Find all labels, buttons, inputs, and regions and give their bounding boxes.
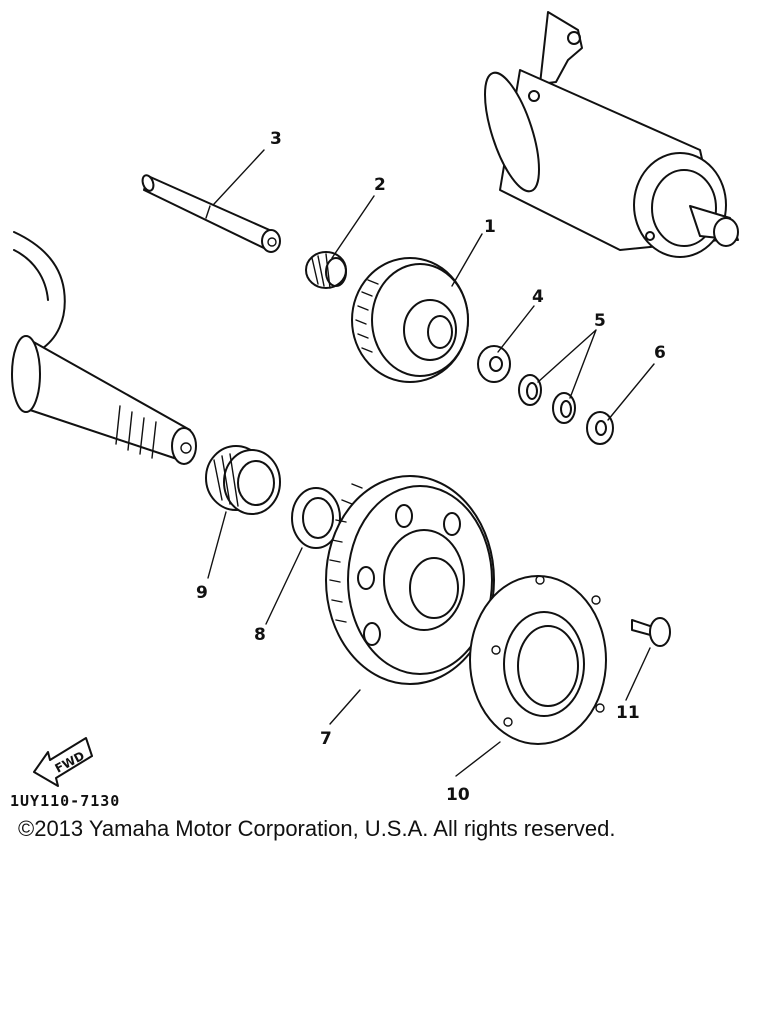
fwd-arrow-icon: FWD xyxy=(33,737,93,787)
callout-4: 4 xyxy=(532,287,544,307)
part-5-circlips xyxy=(518,374,576,424)
callout-7: 7 xyxy=(320,729,332,749)
copyright-notice: ©2013 Yamaha Motor Corporation, U.S.A. A… xyxy=(18,816,616,841)
diagram-reference: 1UY110-7130 xyxy=(10,792,120,810)
part-3-shaft xyxy=(141,174,281,253)
part-1-idle-gear xyxy=(351,257,469,383)
callout-10: 10 xyxy=(446,785,470,805)
callout-9: 9 xyxy=(196,583,208,603)
callout-11: 11 xyxy=(616,703,640,723)
part-8-washer xyxy=(291,487,341,549)
callout-5: 5 xyxy=(594,311,606,331)
part-2-bearing xyxy=(305,251,347,289)
callout-8: 8 xyxy=(254,625,266,645)
leader-lines xyxy=(207,149,655,777)
callout-6: 6 xyxy=(654,343,666,363)
part-4-washer xyxy=(477,345,511,383)
part-11-screw xyxy=(631,617,671,647)
callout-2: 2 xyxy=(374,175,386,195)
starter-motor xyxy=(484,11,739,258)
callouts: 1 2 3 4 5 6 7 8 9 10 11 xyxy=(196,129,666,805)
part-10-starter-clutch xyxy=(469,575,607,745)
callout-1: 1 xyxy=(484,217,496,237)
part-9-bearing xyxy=(205,445,281,515)
part-7-wheel-gear xyxy=(325,475,495,685)
part-6-washer xyxy=(586,411,614,445)
callout-3: 3 xyxy=(270,129,282,149)
crankshaft xyxy=(11,231,197,465)
